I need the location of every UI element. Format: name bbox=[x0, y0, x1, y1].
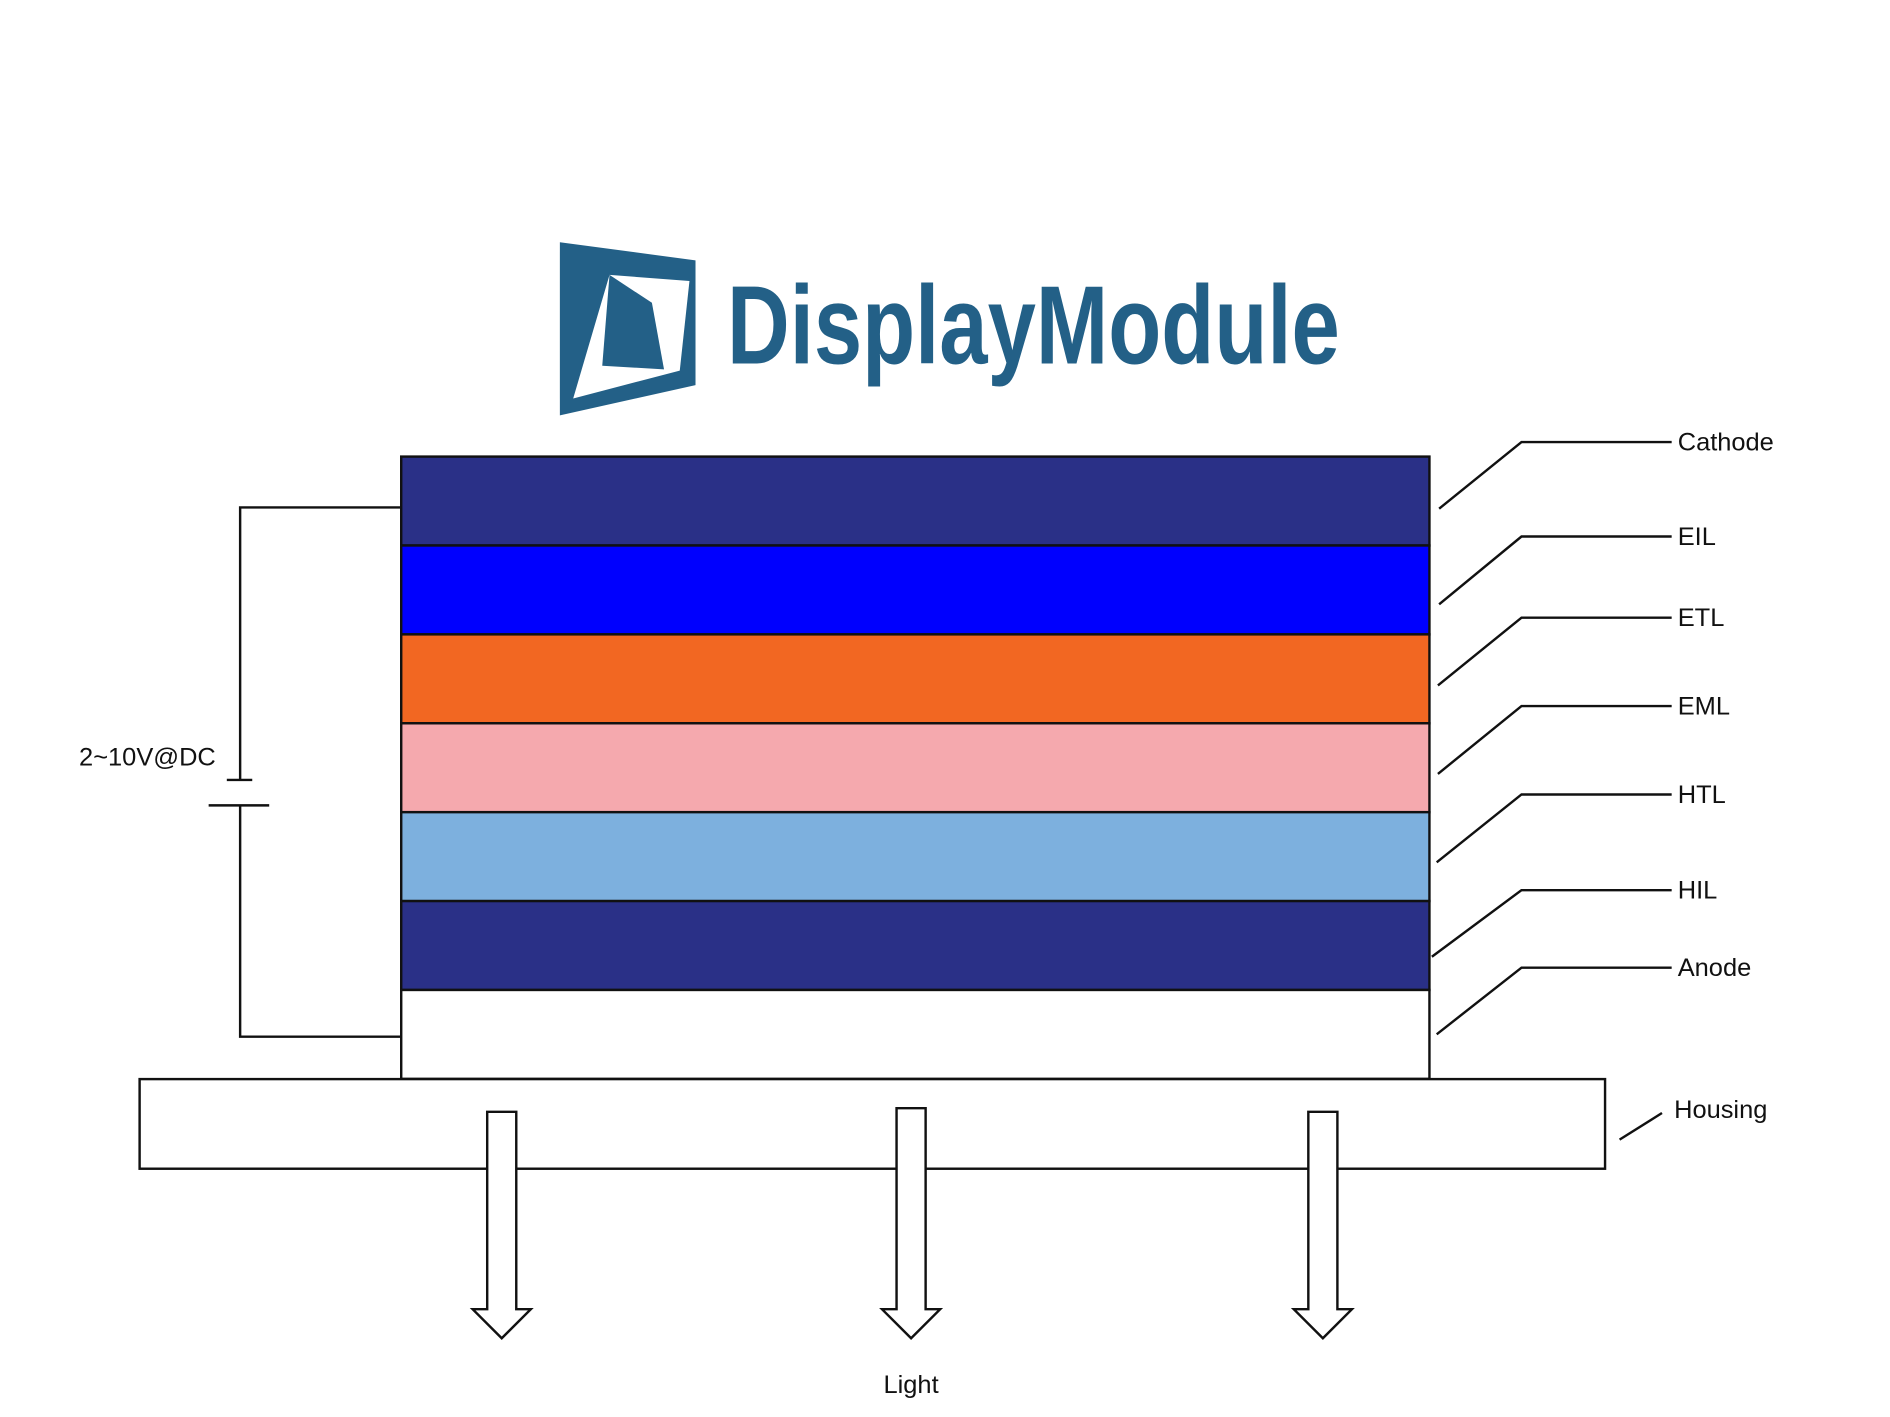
displaymodule-logo: DisplayModule bbox=[559, 242, 1340, 416]
leader-line-cathode bbox=[1438, 440, 1672, 510]
leader-line-anode bbox=[1435, 966, 1672, 1036]
layer-eil bbox=[399, 544, 1431, 636]
light-label: Light bbox=[884, 1371, 939, 1399]
logo-text: DisplayModule bbox=[727, 262, 1340, 387]
voltage-label: 2~10V@DC bbox=[79, 743, 216, 771]
layer-label-htl: HTL bbox=[1678, 781, 1726, 809]
layer-anode bbox=[399, 988, 1431, 1081]
wire-top bbox=[238, 506, 402, 780]
layer-eml bbox=[399, 722, 1431, 814]
leader-line-hil bbox=[1431, 888, 1672, 958]
light-arrow-icon bbox=[879, 1106, 944, 1340]
housing-leader bbox=[1618, 1111, 1663, 1141]
leader-line-etl bbox=[1437, 616, 1672, 687]
light-arrows bbox=[469, 1106, 1355, 1340]
housing bbox=[138, 1077, 1607, 1170]
wire-bottom bbox=[238, 805, 402, 1038]
layer-label-etl: ETL bbox=[1678, 604, 1725, 632]
layer-label-cathode: Cathode bbox=[1678, 429, 1774, 457]
leader-line-eml bbox=[1437, 704, 1672, 775]
leader-line-eil bbox=[1438, 535, 1672, 606]
layer-label-hil: HIL bbox=[1678, 877, 1718, 905]
layer-etl bbox=[399, 633, 1431, 725]
layer-cathode bbox=[399, 455, 1431, 547]
layer-htl bbox=[399, 810, 1431, 903]
light-arrow-icon bbox=[1290, 1110, 1355, 1340]
light-arrow-icon bbox=[469, 1110, 534, 1340]
leader-line-htl bbox=[1435, 793, 1672, 864]
layer-label-eml: EML bbox=[1678, 693, 1730, 721]
layer-label-anode: Anode bbox=[1678, 954, 1752, 982]
power-circuit bbox=[208, 506, 402, 1038]
layer-label-eil: EIL bbox=[1678, 523, 1716, 551]
housing-label: Housing bbox=[1674, 1096, 1767, 1124]
layer-hil bbox=[399, 899, 1431, 992]
